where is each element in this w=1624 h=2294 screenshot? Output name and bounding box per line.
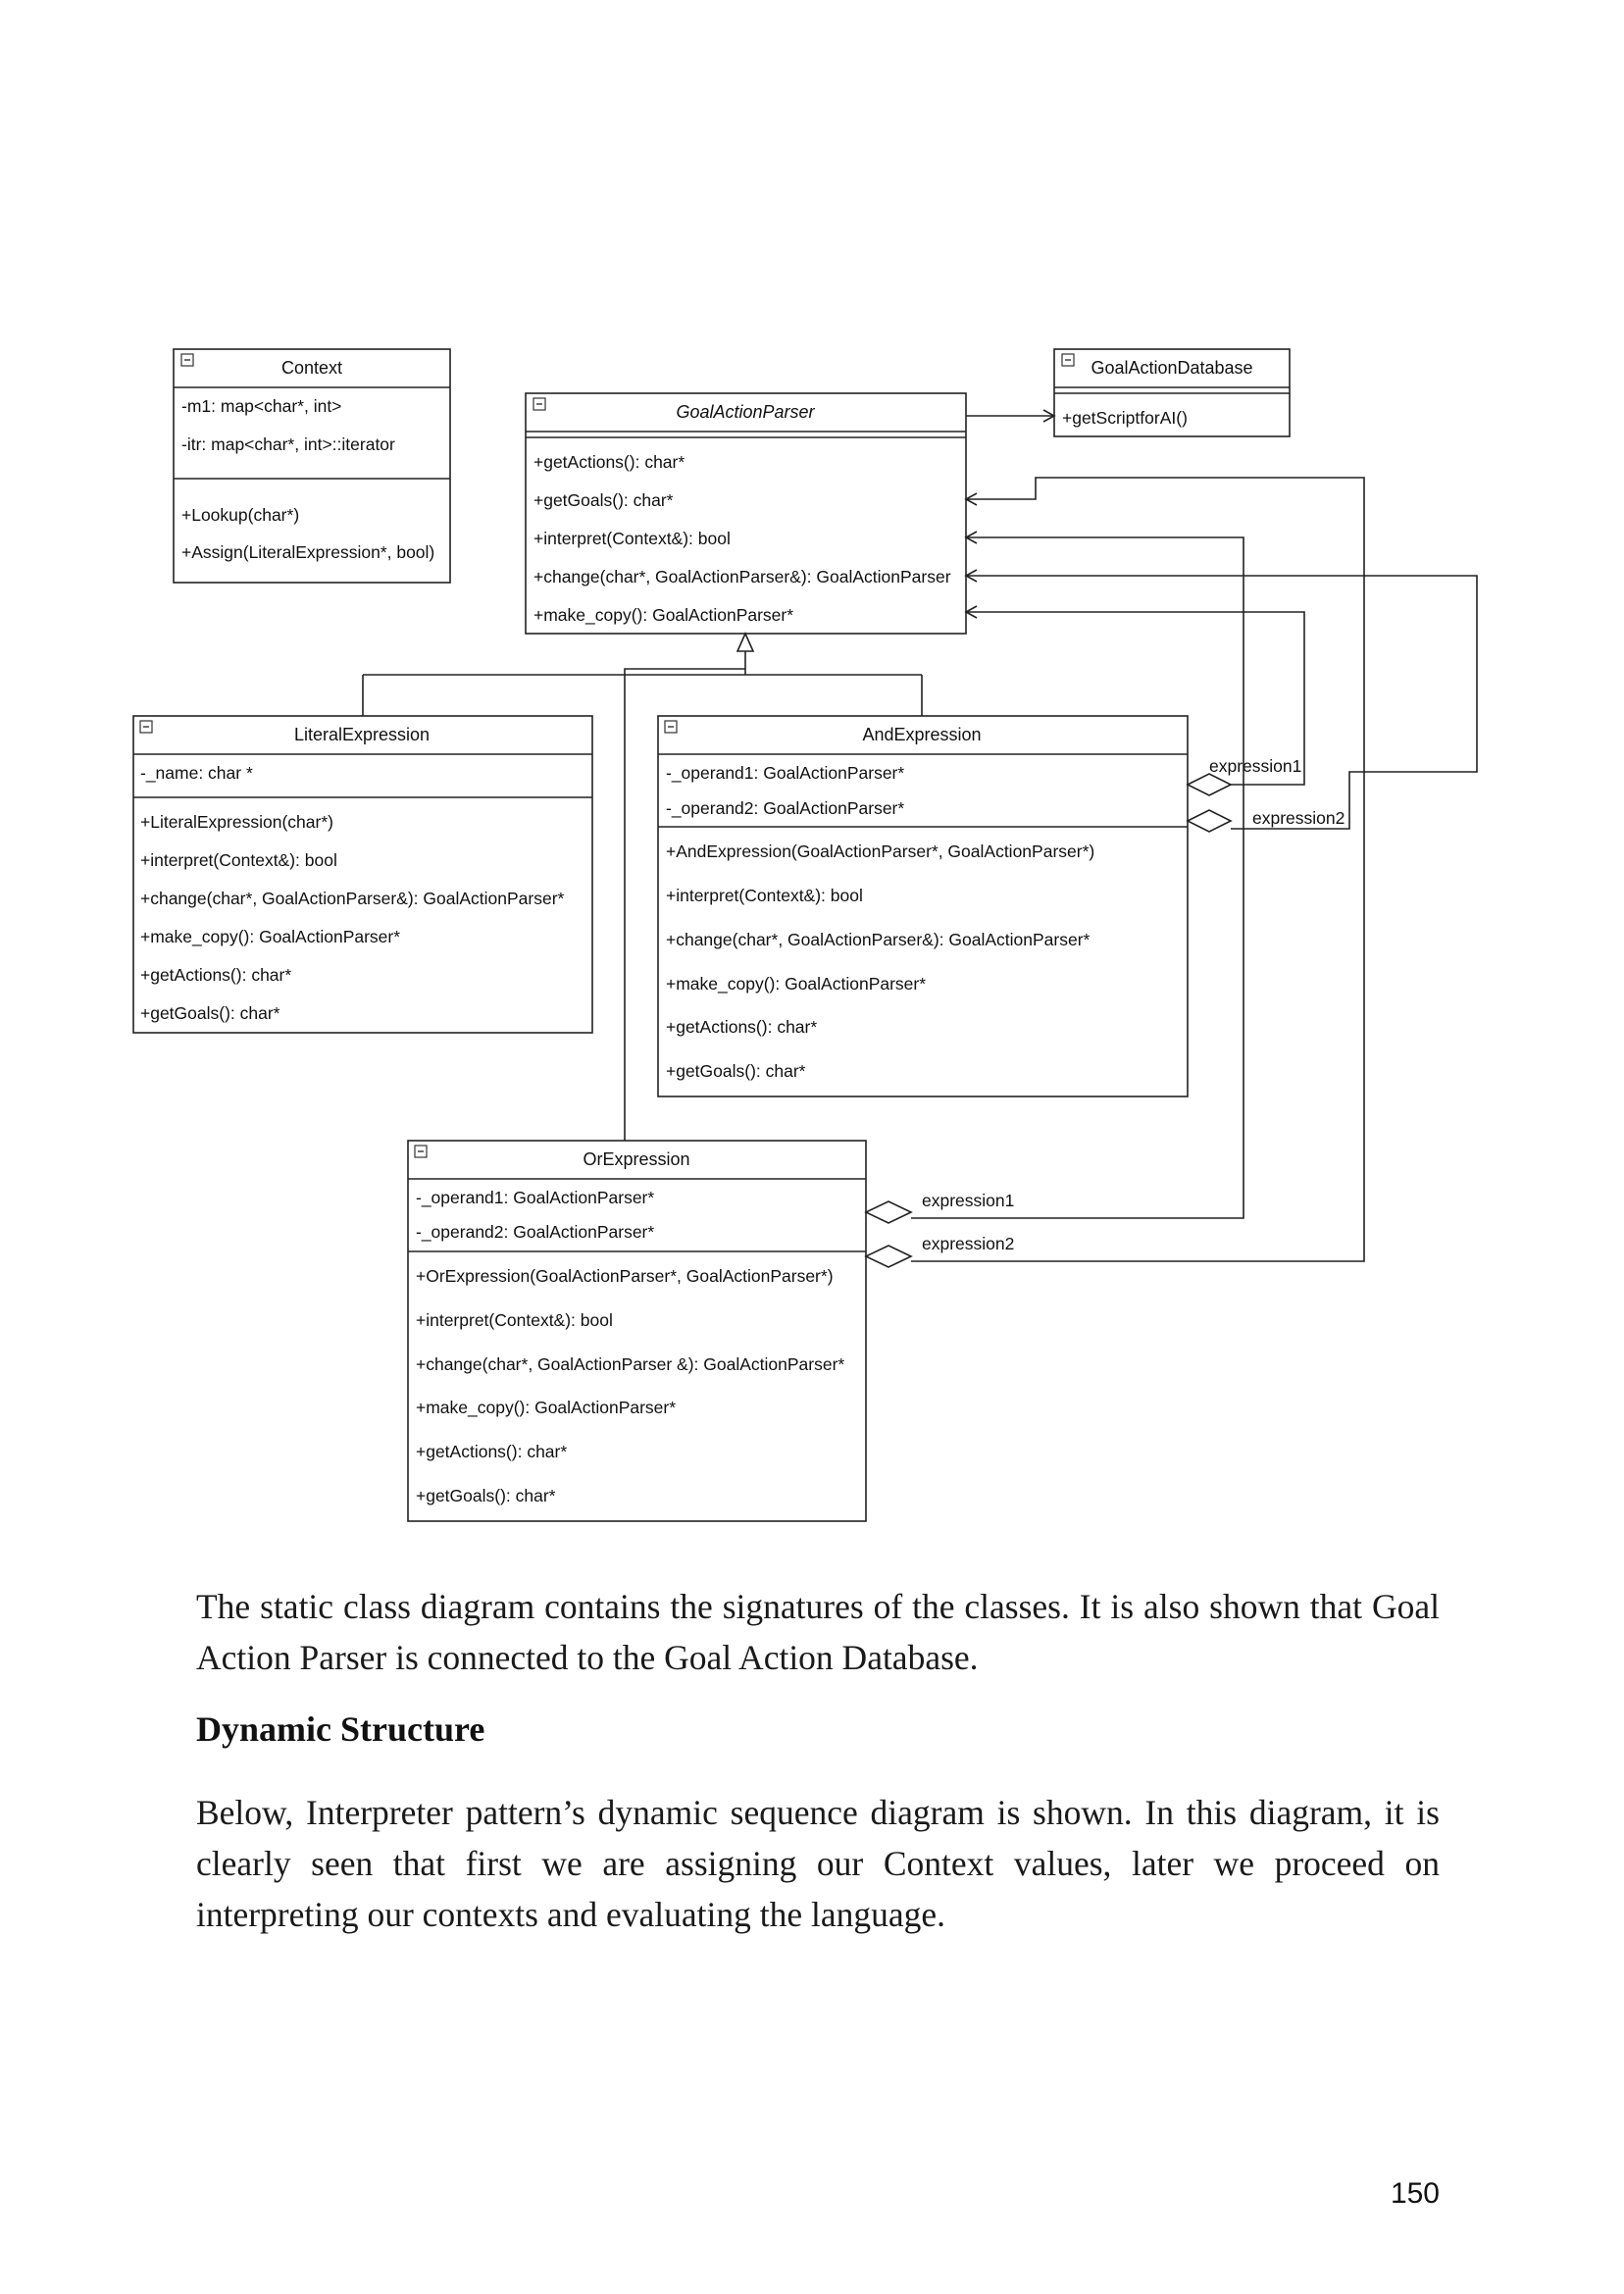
- section-heading: Dynamic Structure: [196, 1709, 485, 1749]
- aggregation-diamond: [1186, 773, 1233, 796]
- operation: +AndExpression(GoalActionParser*, GoalAc…: [666, 841, 1094, 861]
- aggregation-diamond: [1186, 809, 1233, 833]
- operation: +change(char*, GoalActionParser &): Goal…: [416, 1354, 844, 1374]
- operation: +getActions(): char*: [533, 452, 685, 472]
- class-name: GoalActionParser: [676, 402, 815, 422]
- attribute: -itr: map<char*, int>::iterator: [181, 434, 395, 454]
- operation: +interpret(Context&): bool: [533, 529, 731, 548]
- attribute: -_name: char *: [140, 763, 253, 784]
- operation: +change(char*, GoalActionParser&): GoalA…: [140, 889, 565, 908]
- operation: +getGoals(): char*: [666, 1061, 806, 1081]
- class-goal-action-database: GoalActionDatabase +getScriptforAI(): [1053, 348, 1291, 437]
- class-name: LiteralExpression: [294, 725, 430, 744]
- attribute: -m1: map<char*, int>: [181, 396, 341, 416]
- operation: +make_copy(): GoalActionParser*: [140, 927, 400, 947]
- association-label: expression2: [922, 1234, 1014, 1253]
- aggregation-diamond: [864, 1245, 913, 1268]
- class-name: Context: [281, 358, 342, 378]
- operation: +change(char*, GoalActionParser&): GoalA…: [666, 930, 1091, 949]
- or-aggregation-expression2: expression2: [864, 477, 1365, 1268]
- generalization-lines: [362, 632, 923, 1141]
- operation: +getScriptforAI(): [1062, 408, 1188, 428]
- page-number: 150: [1390, 2177, 1440, 2210]
- operation: +make_copy(): GoalActionParser*: [416, 1398, 676, 1418]
- and-aggregation-expression2: expression2: [964, 569, 1478, 833]
- attribute: -_operand1: GoalActionParser*: [666, 763, 904, 784]
- or-aggregation-expression1: expression1: [864, 531, 1244, 1224]
- operation: +getGoals(): char*: [140, 1003, 280, 1023]
- operation: +make_copy(): GoalActionParser*: [666, 974, 926, 994]
- paragraph-dynamic-structure: Below, Interpreter pattern’s dynamic seq…: [196, 1793, 1440, 1934]
- association-label: expression1: [922, 1191, 1014, 1210]
- paragraph-static-structure: The static class diagram contains the si…: [196, 1587, 1440, 1677]
- class-and-expression: AndExpression -_operand1: GoalActionPars…: [657, 715, 1189, 1097]
- class-goal-action-parser: GoalActionParser +getActions(): char* +g…: [525, 392, 967, 635]
- operation: +Lookup(char*): [181, 505, 299, 525]
- attribute: -_operand2: GoalActionParser*: [666, 798, 904, 819]
- operation: +getGoals(): char*: [416, 1486, 556, 1505]
- class-context: Context -m1: map<char*, int> -itr: map<c…: [173, 348, 451, 584]
- class-name: OrExpression: [583, 1149, 689, 1169]
- operation: +interpret(Context&): bool: [416, 1310, 613, 1330]
- operation: +make_copy(): GoalActionParser*: [533, 605, 793, 626]
- inheritance-arrowhead: [736, 632, 755, 652]
- class-literal-expression: LiteralExpression -_name: char * +Litera…: [132, 715, 593, 1034]
- and-aggregation-expression1: expression1: [964, 605, 1305, 796]
- operation: +Assign(LiteralExpression*, bool): [181, 542, 434, 562]
- class-name: GoalActionDatabase: [1091, 358, 1252, 378]
- operation: +LiteralExpression(char*): [140, 812, 333, 832]
- operation: +interpret(Context&): bool: [666, 886, 863, 905]
- association-label: expression2: [1252, 808, 1345, 828]
- operation: +interpret(Context&): bool: [140, 850, 337, 870]
- operation: +getActions(): char*: [666, 1017, 817, 1037]
- class-name: AndExpression: [862, 725, 981, 744]
- operation: +getActions(): char*: [140, 965, 291, 985]
- attribute: -_operand2: GoalActionParser*: [416, 1222, 654, 1243]
- operation: +getGoals(): char*: [533, 490, 674, 510]
- operation: +change(char*, GoalActionParser&): GoalA…: [533, 567, 951, 586]
- operation: +OrExpression(GoalActionParser*, GoalAct…: [416, 1266, 834, 1286]
- attribute: -_operand1: GoalActionParser*: [416, 1188, 654, 1208]
- class-or-expression: OrExpression -_operand1: GoalActionParse…: [407, 1140, 867, 1522]
- operation: +getActions(): char*: [416, 1442, 567, 1461]
- aggregation-diamond: [864, 1200, 913, 1224]
- association-label: expression1: [1209, 756, 1301, 776]
